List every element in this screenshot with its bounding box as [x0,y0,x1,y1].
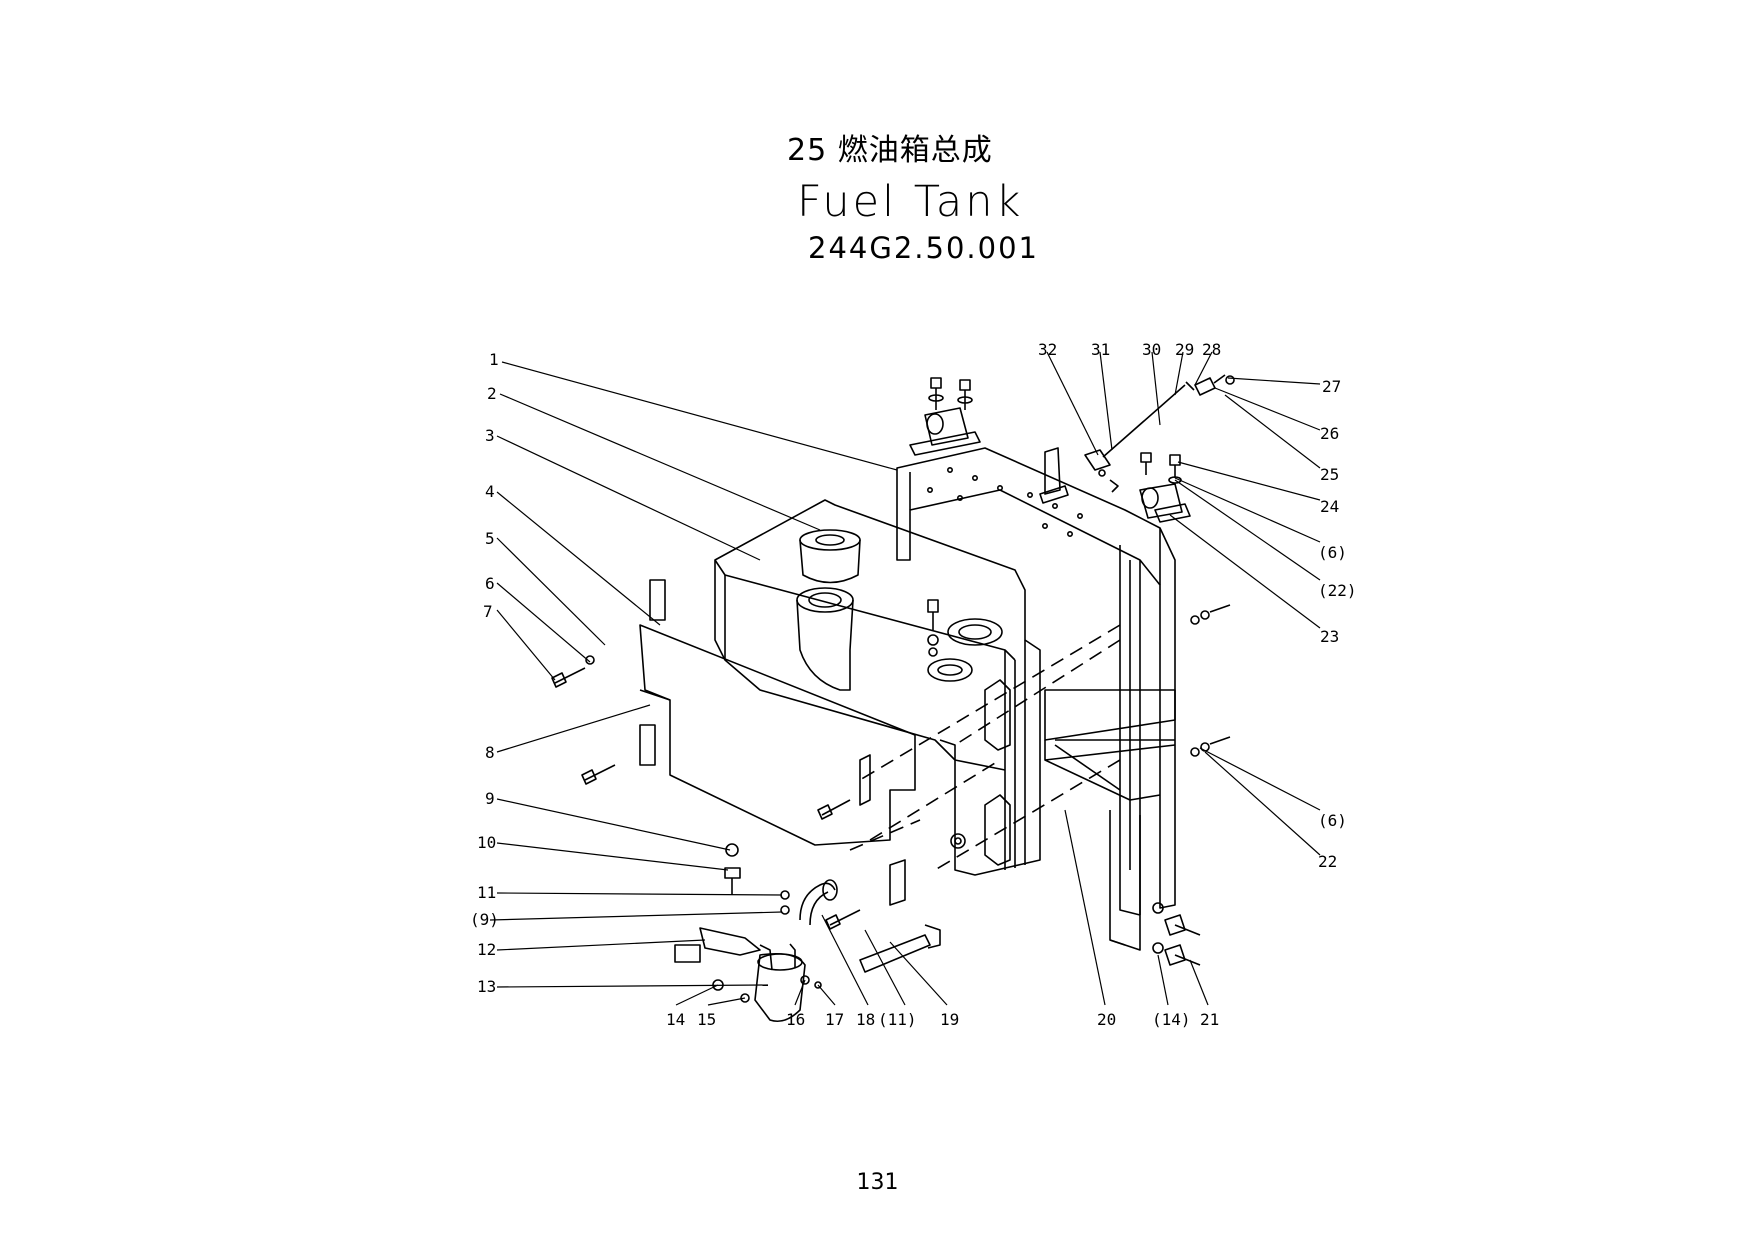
callout-labels: 1 2 3 4 5 6 7 8 9 10 11 (9) 12 13 14 15 … [470,340,1357,1029]
callout: 14 [666,1010,685,1029]
callout: 18 [856,1010,875,1029]
callout: 24 [1320,497,1339,516]
callout: 29 [1175,340,1194,359]
callout: (14) [1152,1010,1191,1029]
callout: 8 [485,743,495,762]
fuel-filter-assembly [674,879,941,1023]
callout: (6) [1318,543,1347,562]
callout: 13 [477,977,496,996]
callout: 26 [1320,424,1339,443]
callout: 27 [1322,377,1341,396]
callout: 6 [485,574,495,593]
page-number: 131 [856,1170,899,1195]
callout: 3 [485,426,495,445]
cover-plate [639,579,916,906]
callout: 11 [477,883,496,902]
callout: 5 [485,529,495,548]
callout: 32 [1038,340,1057,359]
callout: (22) [1318,581,1357,600]
callout: 23 [1320,627,1339,646]
callout: 12 [477,940,496,959]
callout: 9 [485,789,495,808]
callout: 20 [1097,1010,1116,1029]
fuel-tank-body [714,499,1041,876]
hardware [551,374,1235,1003]
callout: 31 [1091,340,1110,359]
callout: 17 [825,1010,844,1029]
callout: 30 [1142,340,1161,359]
callout: 1 [489,350,499,369]
callout: 10 [477,833,496,852]
callout: (11) [878,1010,917,1029]
callout: 16 [786,1010,805,1029]
callout: 28 [1202,340,1221,359]
leader-lines [489,351,1321,1006]
frame-bracket [896,407,1191,951]
callout: 19 [940,1010,959,1029]
callout: 7 [483,602,493,621]
callout: (6) [1318,811,1347,830]
callout: 25 [1320,465,1339,484]
callout: 15 [697,1010,716,1029]
callout: 22 [1318,852,1337,871]
part-code: 244G2.50.001 [808,231,1039,265]
callout: 2 [487,384,497,403]
callout: (9) [470,910,499,929]
title-chinese: 25 燃油箱总成 [787,133,993,168]
callout: 21 [1200,1010,1219,1029]
mounting-strap [1054,739,1175,791]
assembly-lines [849,624,1121,871]
callout: 4 [485,482,495,501]
title-english: Fuel Tank [797,177,1024,227]
